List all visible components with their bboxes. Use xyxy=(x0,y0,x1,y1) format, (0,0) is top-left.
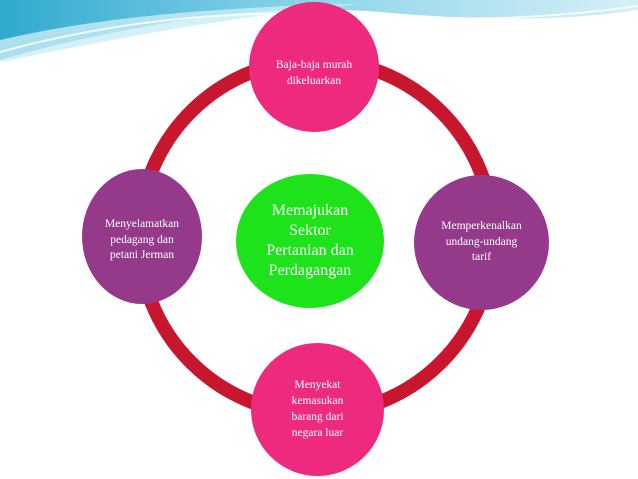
node-import-restriction: Menyekat kemasukan barang dari negara lu… xyxy=(251,343,384,476)
center-node-label: Memajukan Sektor Pertanian dan Perdagang… xyxy=(266,202,354,279)
node-save-traders-farmers: Menyelamatkan pedagang dan petani Jerman xyxy=(82,169,202,304)
node-top-label: Baja-baja murah dikeluarkan xyxy=(275,59,353,87)
node-left-label: Menyelamatkan pedagang dan petani Jerman xyxy=(104,218,180,262)
node-right-label: Memperkenalkan undang-undang tarif xyxy=(441,220,522,264)
node-tariff-law: Memperkenalkan undang-undang tarif xyxy=(414,175,549,310)
top-wave-highlight xyxy=(0,4,360,62)
center-node: Memajukan Sektor Pertanian dan Perdagang… xyxy=(236,174,384,308)
node-bottom-label: Menyekat kemasukan barang dari negara lu… xyxy=(291,379,344,440)
node-cheap-fertilizer: Baja-baja murah dikeluarkan xyxy=(249,2,379,132)
